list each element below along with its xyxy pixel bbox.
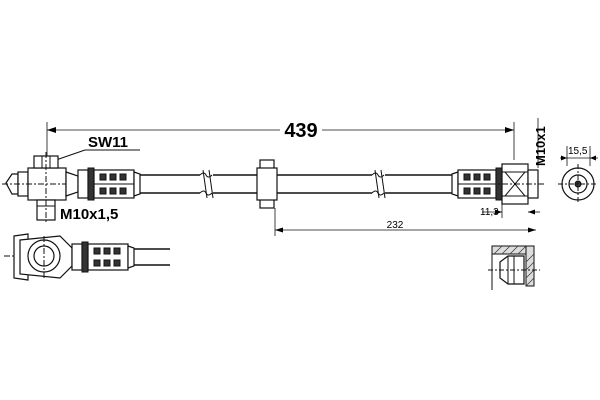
end-view: 15,5	[558, 146, 598, 204]
overall-length-label: 439	[284, 120, 317, 142]
left-crimp-ferrule	[77, 167, 141, 201]
right-thread-callout: M10x1	[533, 118, 548, 168]
sleeve-position-label: 232	[387, 220, 404, 231]
overall-length-dimension: 439	[46, 120, 515, 160]
section-detail	[488, 245, 540, 290]
hose-segment-left	[140, 169, 260, 199]
left-banjo-fitting	[2, 152, 80, 224]
fitting-length-label: 11,3	[480, 207, 499, 218]
fitting-length-dimension: 11,3	[480, 204, 540, 218]
banjo-top-view	[4, 233, 170, 281]
left-thread-label: M10x1,5	[60, 206, 118, 223]
diameter-label: 15,5	[568, 146, 588, 157]
right-hex-fitting	[490, 163, 545, 205]
hose-segment-right	[277, 169, 452, 199]
center-sleeve	[256, 159, 278, 209]
sleeve-position-dimension: 232	[274, 208, 536, 236]
wrench-size-label: SW11	[88, 134, 128, 151]
right-thread-label: M10x1	[533, 126, 548, 166]
wrench-size-callout: SW11	[55, 134, 140, 161]
